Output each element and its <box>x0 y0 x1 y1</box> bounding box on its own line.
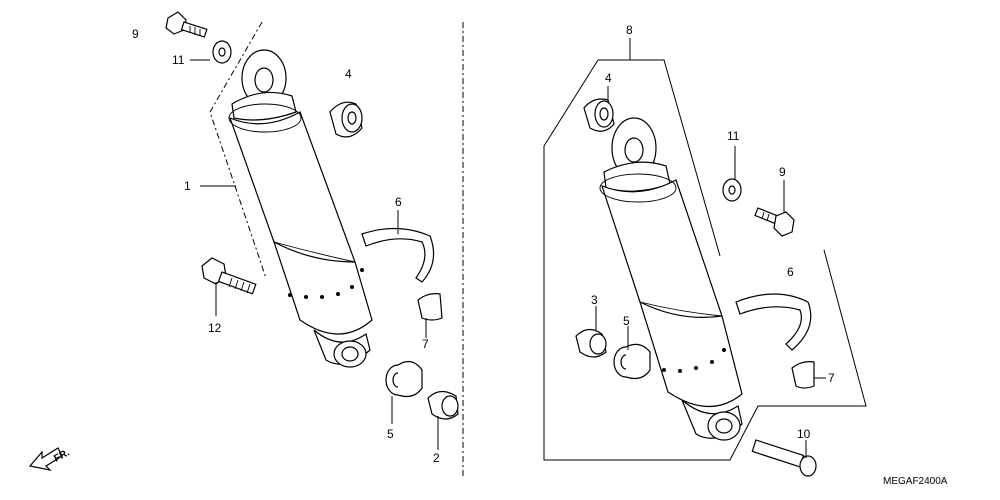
callout-11-left: 11 <box>172 53 185 67</box>
callout-4-left: 4 <box>345 67 352 81</box>
left-assembly-bracket <box>209 21 267 279</box>
bolt-12 <box>201 257 257 295</box>
callout-1: 1 <box>184 179 191 193</box>
callout-11-right: 11 <box>727 129 740 143</box>
tape-6-left <box>361 227 435 283</box>
callout-9-left: 9 <box>132 27 139 41</box>
washer-11-right <box>722 178 742 202</box>
callout-9-right: 9 <box>779 165 786 179</box>
washer-11-left <box>212 40 232 64</box>
shock-absorber-left <box>228 49 373 368</box>
front-direction-indicator: FR. <box>28 447 72 471</box>
right-assembly-bracket <box>598 59 721 257</box>
bolt-9-left <box>165 11 208 38</box>
callout-5-left: 5 <box>387 427 394 441</box>
callout-5-right: 5 <box>623 314 630 328</box>
clip-7-left <box>417 293 443 321</box>
bolt-9-right <box>754 207 795 237</box>
collar-3 <box>575 328 607 358</box>
callout-12: 12 <box>208 321 222 335</box>
callout-2: 2 <box>433 451 440 465</box>
callout-7-left: 7 <box>422 337 429 351</box>
bushing-4-right <box>583 98 615 132</box>
callout-4-right: 4 <box>605 71 612 85</box>
callout-10: 10 <box>797 427 811 441</box>
bushing-4-left <box>329 101 363 138</box>
callout-6-left: 6 <box>395 195 402 209</box>
bolt-10 <box>751 439 817 477</box>
front-arrow-icon <box>28 447 63 471</box>
shock-absorber-right <box>599 117 743 441</box>
tape-6-right <box>735 293 812 351</box>
collar-2-left <box>427 390 459 420</box>
callout-8: 8 <box>626 23 633 37</box>
right-assembly-bracket-left <box>543 59 867 461</box>
bushing-5-left <box>385 360 423 398</box>
bushing-5-right <box>613 343 651 380</box>
clip-7-right <box>791 361 815 389</box>
diagram-code: MEGAF2400A <box>883 476 948 487</box>
callout-3: 3 <box>591 293 598 307</box>
callout-7-right: 7 <box>828 371 835 385</box>
callout-6-right: 6 <box>787 265 794 279</box>
